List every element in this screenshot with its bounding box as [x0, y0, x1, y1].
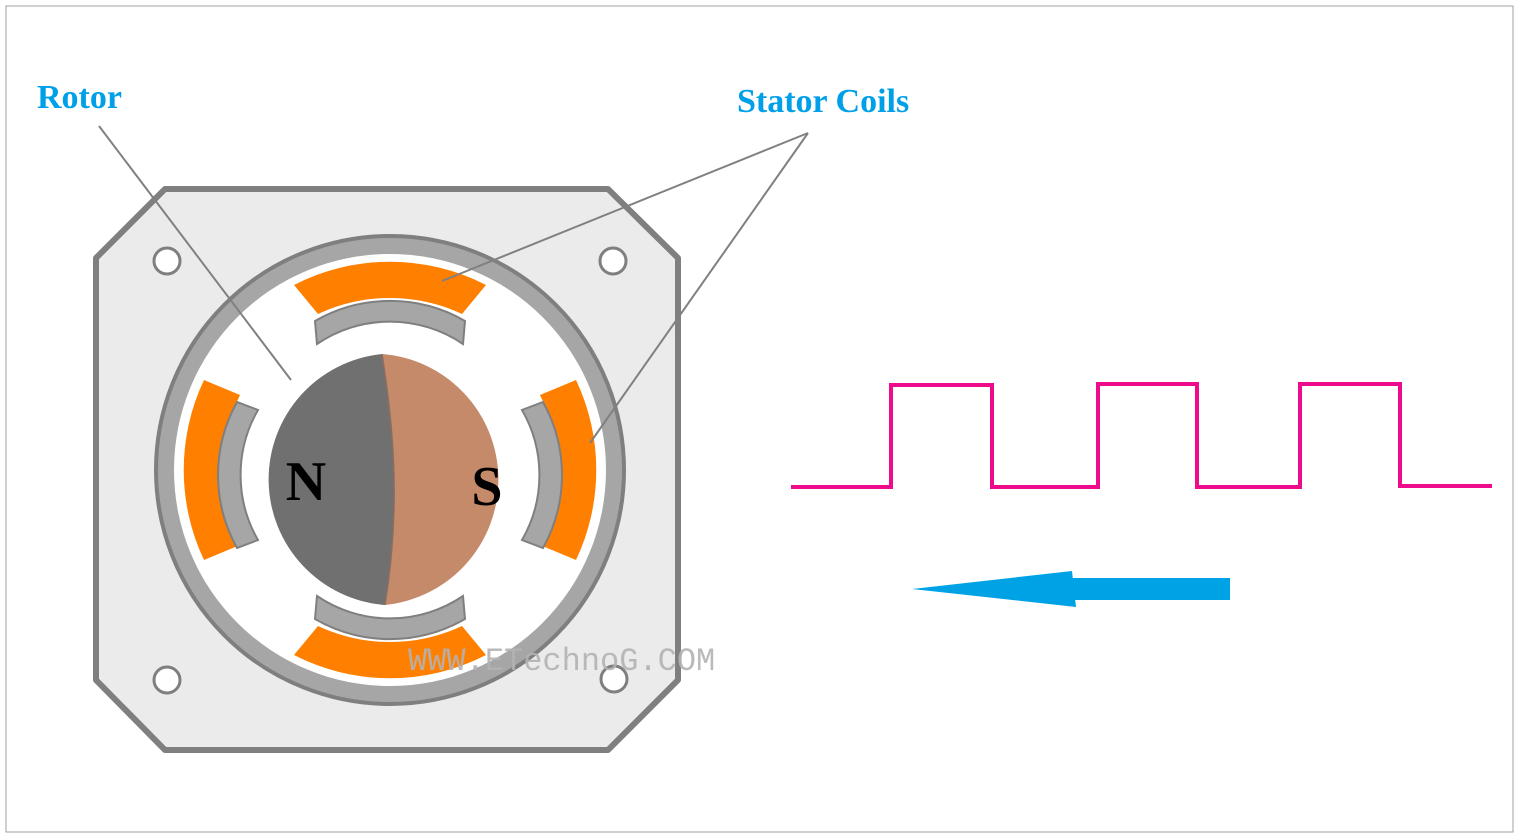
- south-pole-label: S: [471, 456, 502, 518]
- mounting-hole-top-right: [598, 246, 628, 276]
- mounting-hole-bottom-right: [599, 664, 629, 694]
- coil-top: [294, 261, 486, 314]
- pole-shoes: [217, 299, 563, 641]
- rotor-label: Rotor: [37, 79, 122, 116]
- rotor-south-half: [382, 354, 499, 605]
- north-pole-label: N: [286, 451, 326, 513]
- coil-bottom: [294, 626, 486, 679]
- pole-shoe-bottom: [313, 594, 467, 641]
- arrow-head: [912, 571, 1076, 607]
- coil-right-leader-line: [589, 132, 809, 444]
- pulse-waveform: [791, 382, 1492, 489]
- rotor-north-half: [268, 354, 395, 605]
- rotor: N S: [268, 353, 503, 606]
- rotor-leader-line: [98, 125, 292, 381]
- pole-shoe-top: [313, 299, 467, 346]
- pole-shoe-right: [520, 400, 563, 550]
- arrow-left-icon: [912, 571, 1230, 607]
- pole-shoe-left: [217, 400, 260, 550]
- watermark: WWW.ETechnoG.COM: [408, 643, 715, 680]
- rotor-divider: [381, 353, 395, 606]
- leader-lines: [98, 125, 809, 444]
- arrow-shaft: [1060, 578, 1230, 600]
- mounting-hole-top-left: [152, 246, 182, 276]
- stator-coils-label: Stator Coils: [737, 83, 909, 120]
- mounting-hole-bottom-left: [152, 665, 182, 695]
- coil-top-leader-line: [441, 132, 809, 282]
